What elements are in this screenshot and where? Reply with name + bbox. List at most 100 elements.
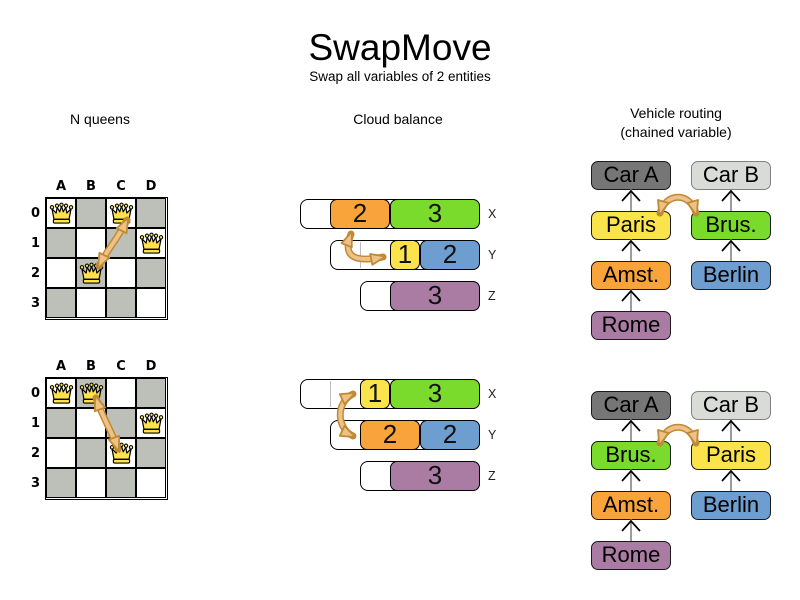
computer-label-X: X (488, 387, 497, 401)
cell-D2 (136, 438, 166, 468)
chain-arrow-icon (621, 419, 641, 432)
row-label-2: 2 (30, 266, 40, 281)
process-block-green: 3 (390, 379, 480, 409)
chain-arrow-icon (721, 189, 741, 202)
chain-arrow-icon (621, 289, 641, 302)
cell-C3 (106, 288, 136, 318)
row-label-1: 1 (30, 416, 40, 431)
process-block-yellow: 1 (360, 379, 390, 409)
queen-icon (79, 382, 103, 404)
computer-label-Z: Z (488, 469, 496, 483)
row-label-1: 1 (30, 236, 40, 251)
row-label-2: 2 (30, 446, 40, 461)
vehicle-box-brus: Brus. (691, 211, 771, 240)
queen-icon (139, 412, 163, 434)
queen-icon (49, 382, 73, 404)
chain-arrow-icon (721, 239, 741, 252)
cell-C0 (106, 378, 136, 408)
cell-A2 (46, 438, 76, 468)
page-subtitle: Swap all variables of 2 entities (309, 69, 491, 84)
cell-B3 (76, 288, 106, 318)
cell-B0 (76, 198, 106, 228)
chain-arrow-icon (721, 419, 741, 432)
row-label-3: 3 (30, 476, 40, 491)
row-label-3: 3 (30, 296, 40, 311)
col-label-A: A (55, 179, 67, 194)
vehicle-box-berlin: Berlin (691, 261, 771, 290)
queen-piece (108, 442, 135, 466)
cell-D0 (136, 378, 166, 408)
cell-C2 (106, 258, 136, 288)
cell-C3 (106, 468, 136, 498)
cell-D0 (136, 198, 166, 228)
cell-D3 (136, 468, 166, 498)
computer-label-Y: Y (488, 428, 497, 442)
chain-arrow-icon (621, 469, 641, 482)
row-label-0: 0 (30, 206, 40, 221)
page-title: SwapMove (308, 27, 492, 68)
computer-label-Z: Z (488, 289, 496, 303)
queen-icon (109, 442, 133, 464)
chain-arrow-icon (621, 189, 641, 202)
vehicle-box-rome: Rome (591, 311, 671, 340)
queen-piece (138, 412, 165, 436)
computer-label-Y: Y (488, 248, 497, 262)
vehicle-box-brus: Brus. (591, 441, 671, 470)
col-label-A: A (55, 359, 67, 374)
cell-B2 (76, 438, 106, 468)
vehicle-box-car-b: Car B (691, 391, 771, 420)
chain-arrow-icon (721, 469, 741, 482)
cell-B1 (76, 228, 106, 258)
vehicle-box-amst: Amst. (591, 491, 671, 520)
capacity-marker (360, 242, 361, 268)
queen-piece (138, 232, 165, 256)
cell-A3 (46, 288, 76, 318)
vehicle-header-line1: Vehicle routing (630, 105, 722, 121)
col-label-C: C (116, 359, 126, 374)
vehicle-box-car-b: Car B (691, 161, 771, 190)
queen-piece (48, 202, 75, 226)
queen-piece (78, 262, 105, 286)
process-block-blue: 2 (420, 420, 480, 450)
queen-piece (78, 382, 105, 406)
col-label-B: B (86, 179, 96, 194)
cell-A1 (46, 228, 76, 258)
queen-piece (108, 202, 135, 226)
vehicle-box-amst: Amst. (591, 261, 671, 290)
process-block-blue: 2 (420, 240, 480, 270)
process-block-green: 3 (390, 199, 480, 229)
vehicle-box-car-a: Car A (591, 391, 671, 420)
queen-icon (79, 262, 103, 284)
row-label-0: 0 (30, 386, 40, 401)
queen-icon (109, 202, 133, 224)
cell-B3 (76, 468, 106, 498)
cell-A1 (46, 408, 76, 438)
process-block-orange: 2 (330, 199, 390, 229)
col-label-C: C (116, 179, 126, 194)
vehicle-box-paris: Paris (691, 441, 771, 470)
cell-D2 (136, 258, 166, 288)
cell-D3 (136, 288, 166, 318)
process-block-yellow: 1 (390, 240, 420, 270)
cell-A2 (46, 258, 76, 288)
capacity-marker (330, 381, 331, 407)
queen-icon (139, 232, 163, 254)
chain-arrow-icon (621, 239, 641, 252)
process-block-orange: 2 (360, 420, 420, 450)
queen-icon (49, 202, 73, 224)
cell-B1 (76, 408, 106, 438)
nqueens-header: N queens (70, 111, 130, 127)
vehicle-box-car-a: Car A (591, 161, 671, 190)
cell-C1 (106, 228, 136, 258)
computer-label-X: X (488, 207, 497, 221)
col-label-D: D (145, 359, 157, 374)
vehicle-box-rome: Rome (591, 541, 671, 570)
vehicle-box-paris: Paris (591, 211, 671, 240)
process-block-purple: 3 (390, 461, 480, 491)
cell-C1 (106, 408, 136, 438)
col-label-D: D (145, 179, 157, 194)
process-block-purple: 3 (390, 281, 480, 311)
queen-piece (48, 382, 75, 406)
vehicle-box-berlin: Berlin (691, 491, 771, 520)
